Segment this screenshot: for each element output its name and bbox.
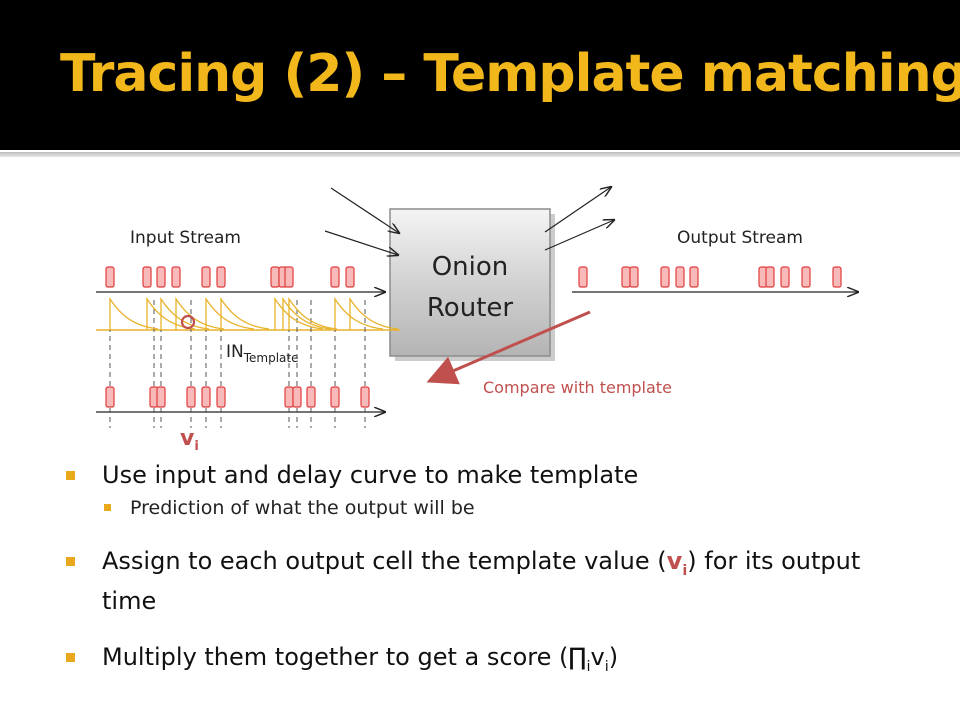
bullet-2-text: Assign to each output cell the template …: [102, 547, 667, 575]
incoming-arrow: [324, 230, 398, 255]
vi-label: vi: [180, 426, 199, 454]
bullet-1-text: Use input and delay curve to make templa…: [102, 461, 639, 489]
template-value-marker: [180, 314, 196, 330]
bullet-3-v: v: [590, 642, 605, 671]
output-cell: [578, 266, 588, 288]
output-cell: [689, 266, 699, 288]
outgoing-arrow: [544, 187, 611, 233]
output-stream-label: Output Stream: [677, 228, 803, 248]
router-label-line1: Onion: [432, 252, 509, 282]
bullet-1: Use input and delay curve to make templa…: [64, 460, 914, 490]
template-cell: [156, 386, 166, 408]
template-cell: [284, 386, 294, 408]
input-cell: [216, 266, 226, 288]
router-label-line2: Router: [427, 293, 513, 323]
bullet-2: Assign to each output cell the template …: [64, 546, 914, 616]
input-cell: [171, 266, 181, 288]
bullet-2-text-end: ) for its output time: [102, 547, 861, 615]
delay-curves: [109, 296, 399, 330]
delay-curve: [288, 296, 338, 330]
delay-curve: [349, 296, 399, 330]
incoming-arrow: [330, 187, 399, 233]
template-cell: [216, 386, 226, 408]
bullet-1-sub: Prediction of what the output will be: [64, 496, 914, 520]
compare-label: Compare with template: [483, 378, 672, 397]
onion-router-box: Onion Router: [389, 208, 555, 361]
input-stream-label: Input Stream: [130, 228, 241, 248]
delay-curve: [334, 296, 384, 330]
input-cell: [105, 266, 115, 288]
template-cell: [105, 386, 115, 408]
bullet-3-i2: i: [604, 658, 609, 675]
output-cell: [621, 266, 631, 288]
bullet-3: Multiply them together to get a score (∏…: [64, 642, 914, 682]
bullet-3-text: Multiply them together to get a score (∏: [102, 642, 587, 671]
delay-curve: [160, 296, 210, 330]
template-cell: [306, 386, 316, 408]
input-cell: [156, 266, 166, 288]
output-cell: [780, 266, 790, 288]
delay-curve: [220, 296, 270, 330]
input-cell: [201, 266, 211, 288]
slide-title: Tracing (2) – Template matching: [60, 44, 960, 104]
input-cell: [284, 266, 294, 288]
bullet-2-v: v: [666, 547, 683, 575]
output-cell: [660, 266, 670, 288]
bullet-3-text-end: ): [608, 642, 619, 671]
outgoing-arrow: [544, 220, 614, 251]
input-cell: [330, 266, 340, 288]
template-cell: [360, 386, 370, 408]
output-cell: [765, 266, 775, 288]
output-cell: [629, 266, 639, 288]
template-cell: [201, 386, 211, 408]
delay-curve: [109, 296, 159, 330]
time-guides: [109, 300, 366, 428]
template-cell: [292, 386, 302, 408]
bullet-2-i: i: [682, 562, 688, 579]
template-cell: [186, 386, 196, 408]
template-cell: [330, 386, 340, 408]
delay-curve: [282, 296, 332, 330]
title-divider: [0, 152, 960, 157]
delay-curve: [205, 296, 255, 330]
output-cell: [832, 266, 842, 288]
cells: [105, 266, 842, 408]
input-cell: [142, 266, 152, 288]
output-cell: [801, 266, 811, 288]
bullet-3-i: i: [586, 658, 591, 675]
template-label: INTemplate: [226, 342, 299, 365]
input-cell: [270, 266, 280, 288]
input-cell: [345, 266, 355, 288]
compare-arrow: [426, 310, 591, 385]
bullet-1-sub-text: Prediction of what the output will be: [130, 497, 475, 519]
title-bar: [0, 0, 960, 150]
bullet-list: Use input and delay curve to make templa…: [64, 460, 914, 700]
output-cell: [675, 266, 685, 288]
